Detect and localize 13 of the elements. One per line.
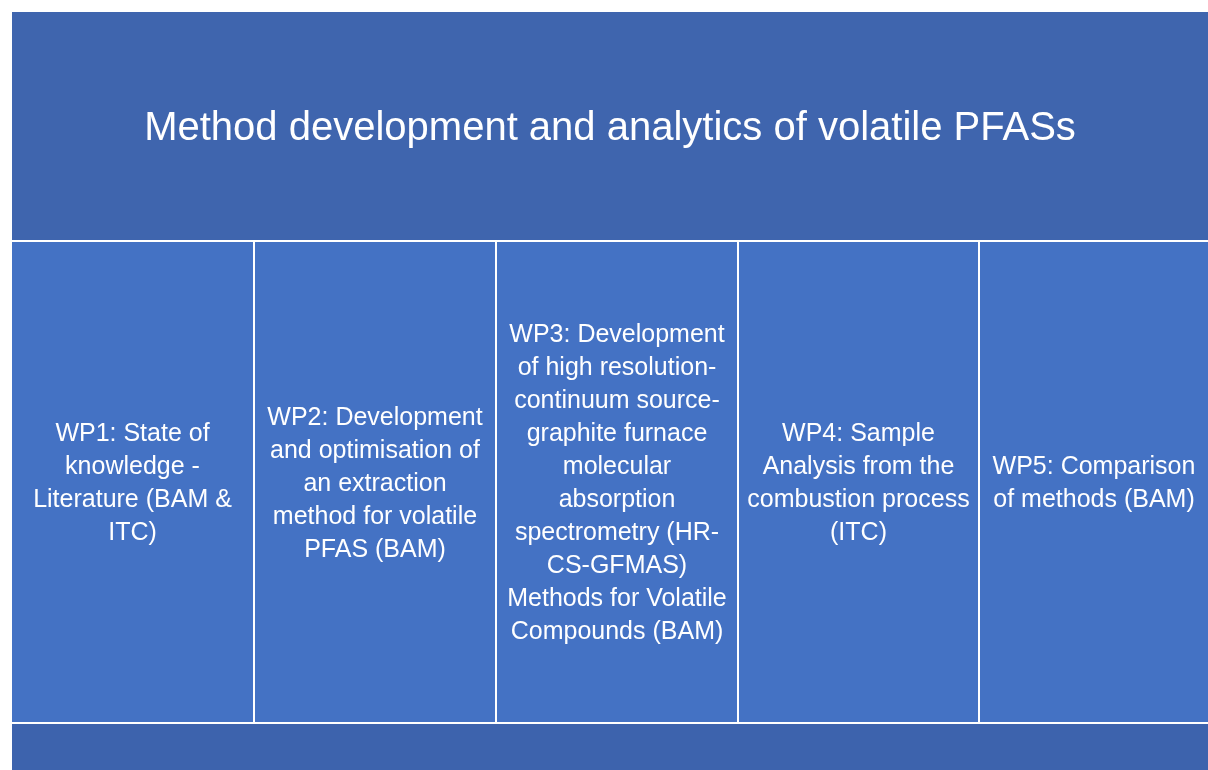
work-package-text: WP2: Development and optimisation of an extraction method for volatile PFAS (BAM) (266, 400, 484, 564)
work-package-text: WP1: State of knowledge - Literature (BAM & ITC) (32, 417, 233, 547)
work-package-column (12, 242, 253, 722)
work-package-column (255, 242, 495, 722)
work-package-column (739, 242, 978, 722)
work-package-column (980, 242, 1208, 722)
work-package-text: WP4: Sample Analysis from the combustion process (ITC) (746, 417, 971, 547)
work-package-text: WP3: Development of high resolution-continuum source-graphite furnace molecular absorption spectrometry (HR-CS-GFMAS) Methods for Volatile Compounds (BAM) (506, 318, 728, 646)
work-package-text: WP5: Comparison of methods (BAM) (991, 450, 1197, 514)
footer-band (12, 724, 1208, 770)
title-band (12, 12, 1208, 240)
band-heading: Method development and analytics of volatile PFASs (144, 103, 1076, 150)
work-package-column (497, 242, 737, 722)
